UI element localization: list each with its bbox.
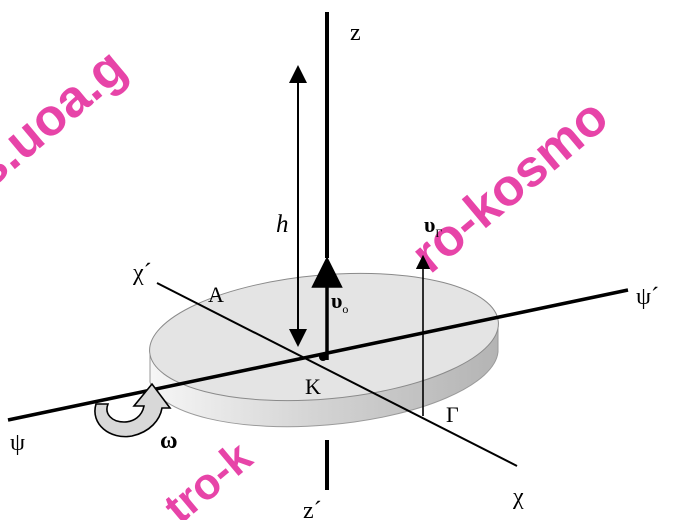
watermark-left: s.uoa.g [0,38,137,199]
label-v0: υo [331,288,348,316]
label-vg: υΓ [424,212,442,240]
watermark-right: ro-kosmo [400,87,619,284]
label-z: z [350,20,361,46]
label-gamma: Γ [446,402,459,427]
label-vg-subscript: Γ [435,226,442,240]
label-x-prime: χ´ [132,260,152,286]
label-x: χ [512,484,524,510]
label-y-prime: ψ´ [636,284,659,310]
y-axis [7,288,629,422]
label-omega: ω [160,428,178,454]
label-y: ψ [10,430,25,456]
point-k [319,353,327,361]
label-a: A [208,282,224,307]
label-h: h [276,211,289,238]
label-k: K [305,374,321,399]
label-z-prime: z´ [303,498,322,520]
rotation-arrow-icon [94,382,172,438]
label-v0-subscript: o [342,302,348,316]
x-axis [156,282,518,467]
